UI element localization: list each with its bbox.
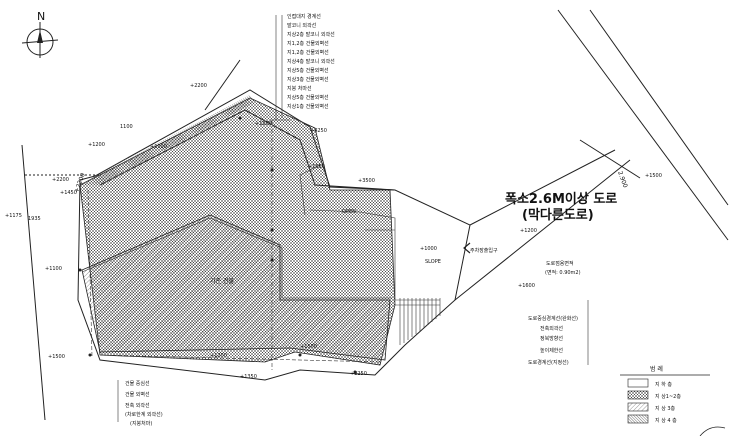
dimension-label: +4250	[310, 128, 327, 134]
bottom-legend-item: 전축 외곽선	[125, 402, 150, 409]
dimension-label: +1800	[255, 121, 272, 127]
dimension-label: +1500	[300, 344, 317, 350]
dimension-label: +1500	[645, 173, 662, 179]
road-area-value: (면적: 0.90m2)	[545, 269, 581, 276]
building-mass	[79, 95, 396, 366]
right-legend-item: 도로경계선(지정선)	[528, 359, 569, 366]
bottom-legend-item: 건물 중심선	[125, 380, 150, 387]
entrance-label: 주차장출입구	[470, 247, 498, 254]
legend-box-item: 지 하 층	[655, 381, 672, 388]
top-legend-item: 지상1층 건물외벽선	[287, 103, 329, 110]
dimension-label: +1200	[210, 353, 227, 359]
right-legend-item: 도로중심경계선(완화선)	[528, 315, 578, 322]
bottom-legend-item: 건물 외벽선	[125, 391, 150, 398]
right-legend: 도로중심경계선(완화선) 전축외곽선 정북방향선 높이제한선 도로경계선(지정선…	[528, 300, 589, 366]
slope-label: SLOPE	[425, 259, 441, 265]
bottom-legend-item: (지붕처마)	[130, 420, 152, 427]
dimension-label: +1000	[420, 246, 437, 252]
top-legend-leaders	[270, 15, 290, 121]
dimension-label: +1200	[520, 228, 537, 234]
top-legend-item: 인접대지 경계선	[287, 13, 321, 20]
construction-lines	[81, 120, 440, 370]
top-legend-item: 지상4층 발코니 외곽선	[287, 58, 335, 65]
dimension-label: +1175	[5, 213, 22, 219]
legend-box: 범 례 지 하 층 지 상1~2층 지 상 3층 지 상 4 층	[620, 365, 726, 436]
slope-ramp	[399, 298, 441, 345]
road-label: 폭소2.6M이상 도로 (막다른도로) 2.900	[505, 170, 629, 223]
dimension-label: +1650	[308, 164, 325, 170]
legend-box-item: 지 상 4 층	[655, 417, 677, 424]
road-label-line2: (막다른도로)	[522, 207, 594, 223]
road-area-note: 도로점용면적 (면적: 0.90m2)	[545, 260, 581, 276]
building-label: 기존 건물	[210, 277, 234, 285]
top-legend-item: 발코니 외곽선	[287, 22, 317, 29]
right-legend-item: 전축외곽선	[540, 325, 563, 332]
top-legend-item: 지상5층 건물외벽선	[287, 67, 329, 74]
dimension-label: +1500	[48, 354, 65, 360]
entrance-arrow	[463, 242, 471, 254]
right-legend-item: 높이제한선	[540, 347, 563, 354]
top-legend-item: 지상3층 건물외벽선	[287, 76, 329, 83]
dimension-label: 1100	[120, 124, 133, 130]
dimension-label: +1350	[240, 374, 257, 380]
top-legend-item: 지1,2층 건물외벽선	[287, 40, 329, 47]
top-legend-item: 지1,2층 건물외벽선	[287, 49, 329, 56]
dimension-labels: +2200 +1100 1100 +2200 +1200 +1450 1935 …	[5, 83, 662, 380]
dimension-label: +1200	[88, 142, 105, 148]
dimension-label: +1100	[150, 144, 167, 150]
top-legend-item: 지붕 처마선	[287, 85, 312, 92]
dimension-label: +2200	[190, 83, 207, 89]
top-legend-item: 지상5층 건물외벽선	[287, 94, 329, 101]
dimension-label: +1600	[518, 283, 535, 289]
dimension-label: +3500	[358, 178, 375, 184]
top-legend: 인접대지 경계선 발코니 외곽선 지상2층 발코니 외곽선 지1,2층 건물외벽…	[287, 13, 335, 110]
road-label-line1: 폭소2.6M이상 도로	[505, 191, 617, 207]
dimension-label: +2200	[52, 177, 69, 183]
north-compass: N	[21, 10, 59, 58]
road-width-dimension: 2.900	[616, 170, 629, 189]
dimension-label: 1935	[28, 216, 41, 222]
legend-box-title: 범 례	[650, 365, 663, 373]
survey-points	[78, 116, 357, 374]
legend-box-item: 지 상1~2층	[655, 393, 681, 400]
right-legend-item: 정북방향선	[540, 335, 563, 342]
bottom-legend-item: (차로한계 외곽선)	[125, 411, 163, 418]
dimension-label: +1450	[60, 190, 77, 196]
bottom-legend: 건물 중심선 건물 외벽선 전축 외곽선 (차로한계 외곽선) (지붕처마)	[117, 380, 163, 427]
north-label: N	[37, 10, 45, 23]
top-legend-item: 지상2층 발코니 외곽선	[287, 31, 335, 38]
dimension-label: +2250	[350, 371, 367, 377]
open-label: OPEN	[342, 209, 356, 215]
road-area-label: 도로점용면적	[546, 260, 574, 267]
legend-box-item: 지 상 3층	[655, 405, 676, 412]
dimension-label: +1100	[45, 266, 62, 272]
